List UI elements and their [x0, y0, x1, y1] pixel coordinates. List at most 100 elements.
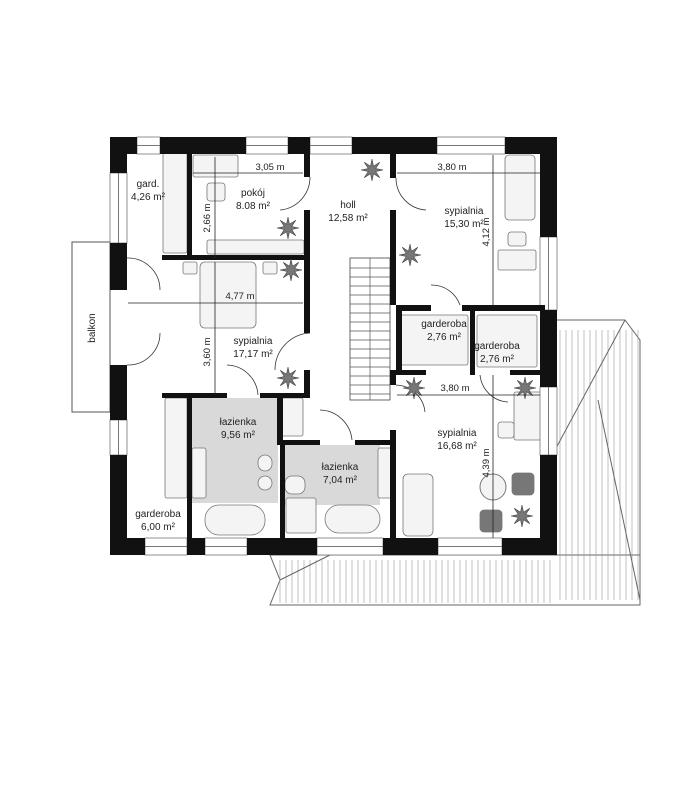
wall [390, 370, 396, 385]
wall [162, 393, 227, 398]
plant-icon [398, 243, 422, 267]
wall [288, 137, 310, 154]
wall [187, 538, 205, 555]
room-lazienka-704[interactable]: łazienka 7,04 m² [322, 462, 359, 486]
vanity [191, 447, 207, 499]
double-bed [199, 261, 257, 329]
room-gard[interactable]: gard.4,26 m² [131, 179, 166, 203]
dim-label: 2,66 m [202, 203, 213, 232]
door-swing [319, 409, 353, 441]
wall [110, 137, 127, 173]
room-name: łazienka [322, 462, 359, 473]
room-name: łazienka [220, 417, 257, 428]
shelf [206, 239, 305, 255]
room-area: 2,76 m² [480, 354, 515, 365]
room-name: pokój [241, 188, 265, 199]
wall [390, 210, 396, 305]
desk [192, 154, 239, 178]
room-lazienka-956[interactable]: łazienka 9,56 m² [220, 417, 257, 441]
plant-icon [510, 504, 534, 528]
furniture [162, 152, 549, 537]
room-name: gard. [137, 179, 160, 190]
room-area: 8.08 m² [236, 201, 271, 212]
wall [396, 305, 431, 311]
wall [396, 305, 402, 375]
roof-ridge [279, 554, 331, 581]
toilet [257, 454, 273, 472]
balcony-label: balkon [87, 313, 98, 342]
wall [110, 538, 145, 555]
room-name: garderoba [135, 509, 181, 520]
bathtub [324, 504, 381, 534]
wall [162, 255, 308, 260]
dim-label: 4,39 m [481, 448, 492, 477]
roof-hatching [269, 319, 641, 606]
room-pokoj[interactable]: pokój 8.08 m² [236, 188, 271, 212]
wall [304, 210, 310, 333]
wall [304, 370, 310, 398]
room-area: 9,56 m² [221, 430, 256, 441]
door-swing [126, 257, 161, 291]
plant-icon [279, 258, 303, 282]
wall [352, 137, 437, 154]
room-name: holl [340, 200, 356, 211]
wardrobe [476, 314, 538, 368]
wall [510, 370, 545, 375]
room-area: 17,17 m² [233, 349, 273, 360]
nightstand [182, 261, 198, 275]
bathtub [402, 473, 434, 537]
wardrobe [162, 152, 188, 254]
room-area: 2,76 m² [427, 332, 462, 343]
room-name: sypialnia [234, 336, 273, 347]
bathtub [204, 504, 266, 536]
door-swing [279, 176, 311, 211]
wall [110, 365, 127, 420]
wall [110, 243, 127, 290]
wall [383, 538, 438, 555]
wall [277, 395, 283, 445]
dimension-lines [128, 155, 540, 538]
dim-label: 3,60 m [202, 337, 213, 366]
dim-label: 3,80 m [440, 383, 469, 394]
plant-icon [513, 376, 537, 400]
room-area: 15,30 m² [444, 219, 484, 230]
plants [276, 158, 537, 528]
room-sypialnia-1717[interactable]: sypialnia 17,17 m² [233, 336, 273, 360]
wall [160, 137, 246, 154]
wall [110, 455, 127, 555]
room-area: 7,04 m² [323, 475, 358, 486]
room-area: 6,00 m² [141, 522, 176, 533]
wall [260, 393, 308, 398]
door-swing [274, 332, 311, 371]
wall [187, 395, 192, 538]
dim-label: 4,12 m [481, 217, 492, 246]
dim-label: 3,05 m [255, 162, 284, 173]
wall [540, 310, 557, 387]
nightstand [262, 261, 278, 275]
desk [497, 249, 537, 271]
wall [390, 153, 396, 178]
roof-ridge [554, 319, 626, 451]
wall [187, 153, 192, 258]
room-garderoba-600[interactable]: garderoba 6,00 m² [135, 509, 181, 533]
bidet [257, 475, 273, 491]
plant-icon [276, 366, 300, 390]
door-swing [395, 384, 426, 413]
plant-icon [402, 376, 426, 400]
wall [470, 310, 475, 375]
chair [497, 421, 515, 439]
staircase[interactable] [349, 257, 391, 401]
wall [280, 440, 285, 538]
door-swing [395, 177, 427, 211]
door-swing [226, 364, 259, 396]
walls [110, 137, 557, 555]
windows [109, 136, 558, 556]
dim-label: 4,77 m [225, 291, 254, 302]
wall [540, 455, 557, 555]
room-name: sypialnia [438, 428, 477, 439]
